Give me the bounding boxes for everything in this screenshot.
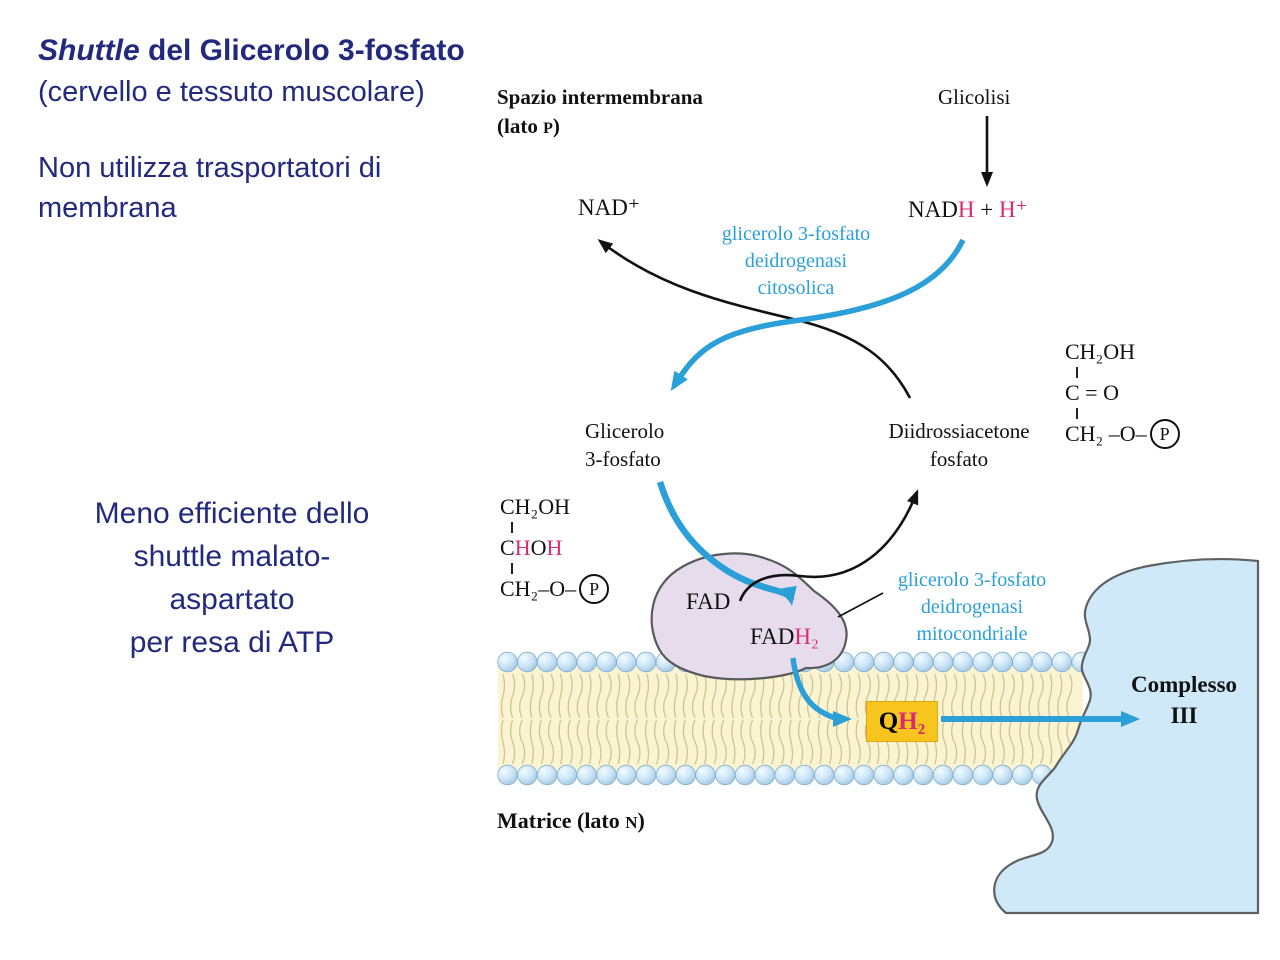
dhap-structure-line3: CH₂ –O–P: [1065, 419, 1180, 449]
mitochondrial-enzyme-shape: [650, 552, 848, 681]
dhap-structure-chain: CH₂ –O–: [1065, 421, 1147, 446]
efficiency-note-line: per resa di ATP: [129, 626, 335, 659]
bond-line: [511, 563, 513, 574]
cytosolic-enzyme-line: glicerolo 3-fosfato: [721, 223, 871, 245]
page-title: Shuttle del Glicerolo 3-fosfato: [38, 34, 465, 68]
nadh-black-part: NAD: [908, 197, 958, 222]
g3p-structure-line1: CH₂OH: [500, 494, 571, 519]
fadh2-to-q-arrow: [790, 657, 852, 727]
membrane-note-line: membrana: [38, 192, 177, 224]
lato-letter-p: P: [543, 120, 553, 137]
complex-iii-label: Complesso III: [1118, 669, 1250, 731]
mitochondrial-enzyme-line: deidrogenasi: [920, 596, 1024, 618]
glycerol3p-to-enzyme-arrow: [656, 481, 797, 606]
intermembrane-line2: (lato P): [497, 112, 703, 143]
matrix-letter-n: N: [625, 813, 638, 832]
bond-line: [1076, 367, 1078, 378]
g3p-structure-chain: CH₂–O–: [500, 576, 577, 601]
lato-prefix: (lato: [497, 114, 544, 138]
g3p-pink-h: H: [546, 535, 563, 560]
qh2-pink-h2: H₂: [898, 707, 926, 735]
dhap-structure-line1: CH₂OH: [1065, 339, 1136, 364]
glycerol-3-phosphate-label: Glicerolo 3-fosfato: [585, 417, 664, 473]
fadh2-black-part: FAD: [750, 624, 795, 649]
nadh-label: NADH + H⁺: [908, 197, 1028, 223]
mitochondrial-enzyme-line: mitocondriale: [916, 623, 1028, 645]
membrane-note-line: Non utilizza trasportatori di: [38, 152, 382, 184]
phosphate-group-icon: P: [579, 574, 610, 604]
cytosolic-enzyme-line: citosolica: [757, 277, 835, 299]
fadh2-label: FADH₂: [750, 624, 819, 650]
title-rest-part: del Glicerolo 3-fosfato: [139, 34, 465, 67]
g3p-o-atom: O: [530, 535, 547, 560]
glycerol-3-phosphate-line: Glicerolo: [585, 419, 665, 443]
efficiency-note-line: Meno efficiente dello: [94, 497, 370, 530]
glycolysis-label: Glicolisi: [938, 85, 1011, 109]
nad-label: NAD⁺: [578, 195, 640, 220]
bond-line: [1076, 408, 1078, 419]
g3p-pink-h: H: [514, 535, 531, 560]
intermembrane-space-label: Spazio intermembrana (lato P): [497, 83, 703, 143]
lato-suffix: ): [552, 114, 560, 138]
fad-to-dhap-arrow: [738, 489, 919, 602]
nadh-pink-hplus: H⁺: [998, 197, 1028, 222]
cytosolic-enzyme-label: glicerolo 3-fosfato deidrogenasi citosol…: [700, 221, 892, 302]
matrix-suffix: ): [637, 808, 645, 833]
complex-iii-line: III: [1170, 703, 1198, 728]
nadh-to-glycerol3p-arrow: [670, 238, 966, 392]
dhap-structure-line2: C = O: [1065, 380, 1119, 405]
page-subtitle: (cervello e tessuto muscolare): [38, 76, 425, 108]
g3p-c-atom: C: [500, 535, 515, 560]
dhap-structure: CH₂OH C = O CH₂ –O–P: [1065, 337, 1180, 449]
cytosolic-enzyme-line: deidrogenasi: [744, 250, 848, 272]
nadh-plus-sign: +: [974, 197, 999, 222]
qh2-q-part: Q: [878, 707, 899, 735]
mitochondrial-enzyme-line: glicerolo 3-fosfato: [897, 569, 1047, 591]
title-italic-part: Shuttle: [38, 34, 140, 67]
matrix-label: Matrice (lato N): [497, 808, 645, 834]
nadh-pink-h: H: [957, 197, 975, 222]
efficiency-note: Meno efficiente dello shuttle malato- as…: [52, 492, 412, 664]
efficiency-note-line: aspartato: [169, 583, 295, 616]
complex-iii-shape: [993, 557, 1260, 915]
phosphate-group-icon: P: [1149, 419, 1180, 449]
bond-line: [511, 522, 513, 533]
membrane-note: Non utilizza trasportatori di membrana: [38, 148, 381, 228]
efficiency-note-line: shuttle malato-: [133, 540, 331, 573]
enzyme-pointer-line: [837, 592, 884, 618]
fadh2-pink-h2: H₂: [794, 624, 819, 649]
complex-iii-line: Complesso: [1130, 672, 1238, 697]
dhap-line: fosfato: [929, 447, 989, 471]
g3p-structure-line3: CH₂–O–P: [500, 574, 610, 604]
mitochondrial-enzyme-label: glicerolo 3-fosfato deidrogenasi mitocon…: [878, 567, 1066, 648]
dhap-line: Diidrossiacetone: [888, 419, 1030, 443]
fad-label: FAD: [686, 589, 731, 614]
matrix-prefix: Matrice (lato: [497, 808, 626, 833]
dhap-label: Diidrossiacetone fosfato: [864, 417, 1054, 473]
intermembrane-line1: Spazio intermembrana: [497, 85, 703, 109]
glycerol-3-phosphate-line: 3-fosfato: [585, 447, 661, 471]
lipid-tails: [500, 673, 1073, 765]
